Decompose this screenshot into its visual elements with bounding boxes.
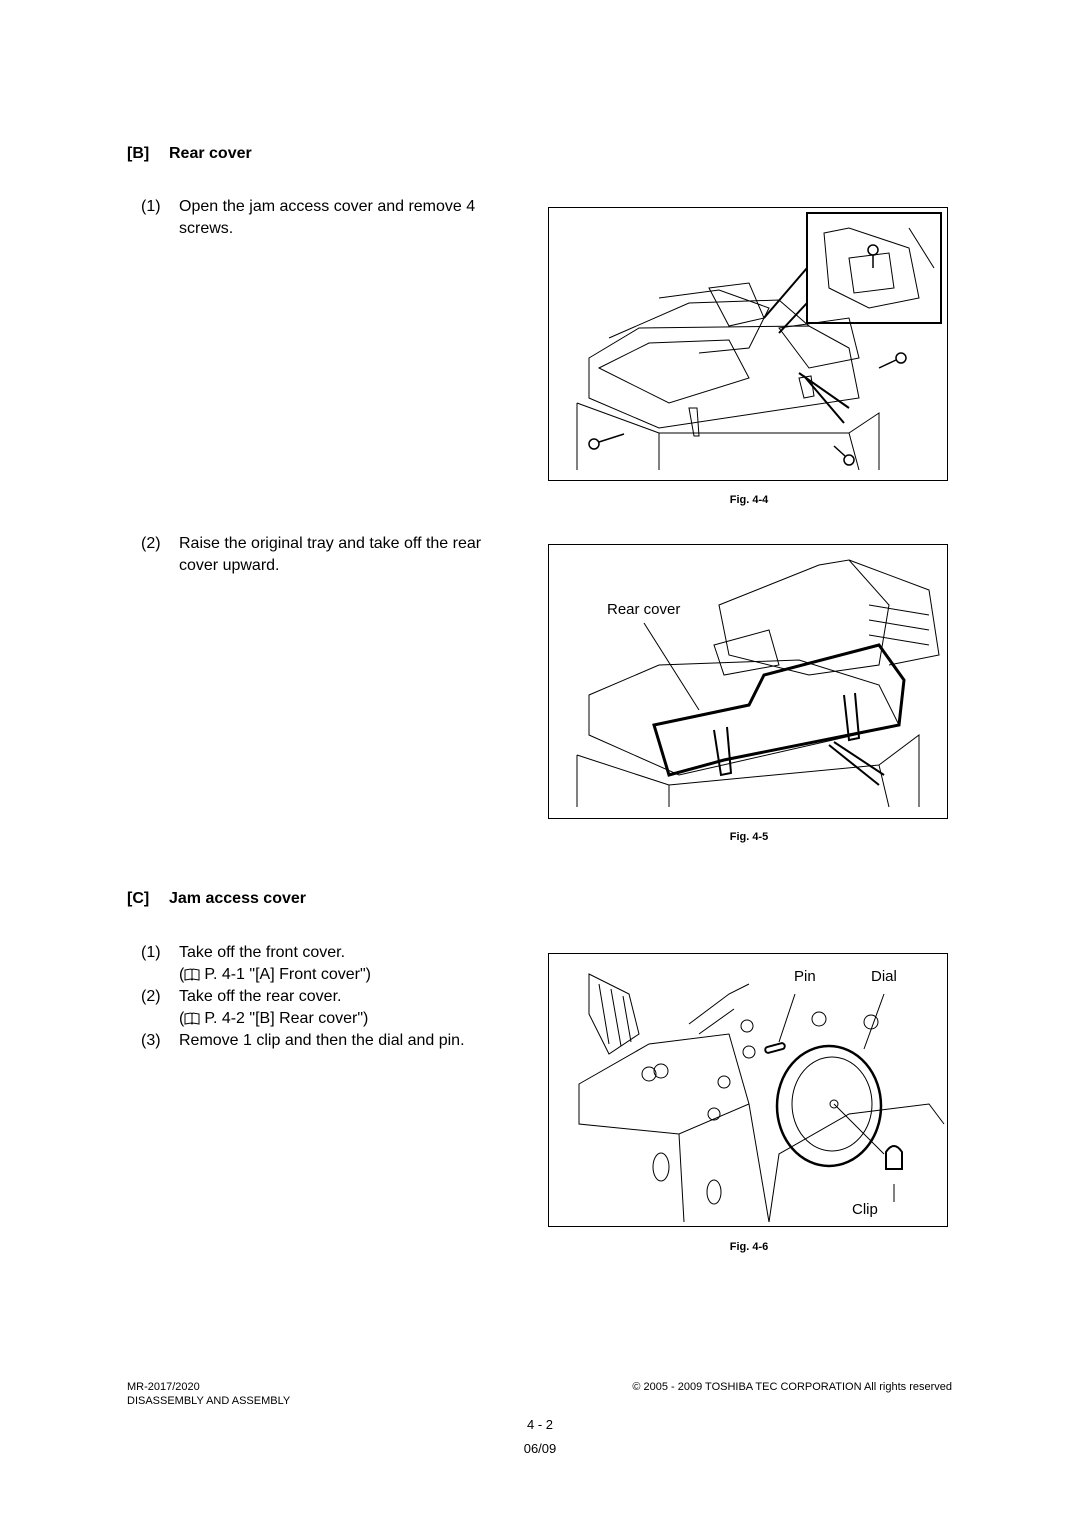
section-b-heading: [B] Rear cover [127,145,252,163]
ref-text: P. 4-2 "[B] Rear cover") [204,1010,369,1027]
step-text-line2: screws. [179,220,234,237]
step-number: (1) [141,944,161,961]
step-c2: (2) Take off the rear cover. ( P. 4-2 "[B… [141,986,541,1030]
book-icon [184,1012,200,1025]
step-b1: (1) Open the jam access cover and remove… [141,196,541,240]
figure-caption: Fig. 4-5 [729,831,769,843]
step-number: (2) [141,988,161,1005]
ref-paren: ( [179,1010,185,1027]
footer-model: MR-2017/2020 [127,1381,200,1393]
step-b2: (2) Raise the original tray and take off… [141,533,541,577]
figure-4-5-box [548,544,948,819]
figure-4-6-box [548,953,948,1227]
callout-label-rear-cover: Rear cover [607,601,681,618]
adf-screws-illustration [576,212,942,471]
step-c3: (3) Remove 1 clip and then the dial and … [141,1030,541,1052]
section-c-heading: [C] Jam access cover [127,890,306,908]
revision-date: 06/09 [523,1441,557,1456]
page-number: 4 - 2 [526,1417,553,1432]
figure-caption: Fig. 4-4 [729,494,769,506]
step-reference[interactable]: ( P. 4-2 "[B] Rear cover") [179,1008,368,1030]
step-number: (2) [141,535,161,552]
step-text-line1: Open the jam access cover and remove 4 [179,198,476,215]
step-c1: (1) Take off the front cover. ( P. 4-1 "[… [141,942,541,986]
step-text-line1: Raise the original tray and take off the… [179,535,482,552]
section-b-title: Rear cover [169,145,252,162]
step-text-line2: cover upward. [179,557,280,574]
ref-text: P. 4-1 "[A] Front cover") [204,966,372,983]
book-icon [184,968,200,981]
step-text-line1: Take off the front cover. [179,944,346,961]
step-reference[interactable]: ( P. 4-1 "[A] Front cover") [179,964,371,986]
figure-4-4-box [548,207,948,481]
section-c-title: Jam access cover [169,890,306,907]
dial-pin-clip-illustration [578,973,945,1223]
ref-paren: ( [179,966,185,983]
footer-chapter: DISASSEMBLY AND ASSEMBLY [127,1395,291,1407]
callout-label-pin: Pin [794,968,816,985]
callout-label-clip: Clip [852,1201,878,1218]
section-c-tag: [C] [127,890,150,907]
section-b-tag: [B] [127,145,150,162]
step-text-line1: Take off the rear cover. [179,988,342,1005]
step-text-line1: Remove 1 clip and then the dial and pin. [179,1032,465,1049]
footer-copyright: © 2005 - 2009 TOSHIBA TEC CORPORATION Al… [632,1381,952,1393]
figure-caption: Fig. 4-6 [729,1241,769,1253]
step-number: (1) [141,198,161,215]
rear-cover-illustration [576,559,940,808]
callout-label-dial: Dial [871,968,897,985]
step-number: (3) [141,1032,161,1049]
